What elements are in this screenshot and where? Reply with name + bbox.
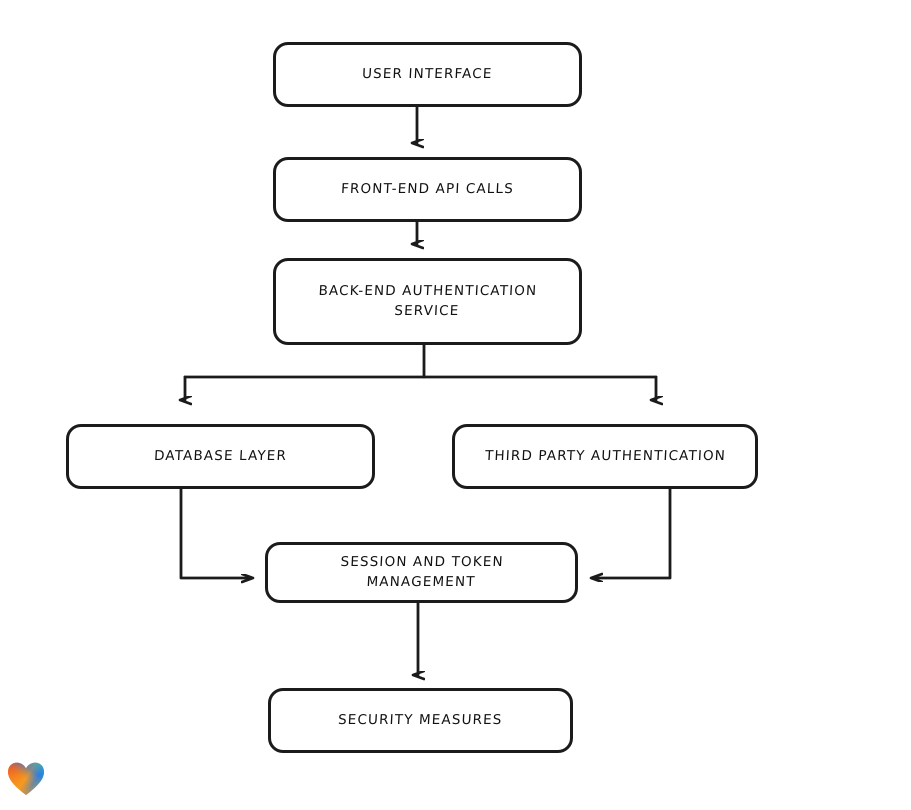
node-label: User Interface <box>361 65 494 82</box>
node-third-party-authentication[interactable]: Third Party Authentication <box>452 424 758 489</box>
edge-database-to-session <box>179 487 252 578</box>
heart-icon <box>8 762 44 795</box>
node-frontend-api-calls[interactable]: Front-End API Calls <box>273 157 582 222</box>
node-label: Database Layer <box>153 447 288 464</box>
node-user-interface[interactable]: User Interface <box>273 42 582 107</box>
node-label: Front-End API Calls <box>340 180 515 197</box>
node-database-layer[interactable]: Database Layer <box>66 424 375 489</box>
node-label: Third Party Authentication <box>484 447 726 464</box>
node-session-and-token-management[interactable]: Session and Token Management <box>265 542 578 603</box>
node-backend-authentication-service[interactable]: Back-End Authentication Service <box>273 258 582 345</box>
node-label: Security Measures <box>337 711 504 728</box>
node-label: Session and Token Management <box>340 553 505 590</box>
node-label: Back-End Authentication Service <box>318 282 538 319</box>
node-security-measures[interactable]: Security Measures <box>268 688 573 753</box>
edge-thirdparty-to-session <box>592 487 672 578</box>
